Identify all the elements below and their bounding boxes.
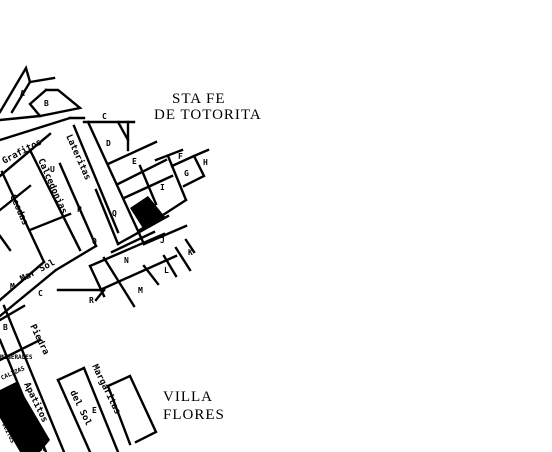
block-label-b2: B <box>3 323 8 332</box>
block-labels: A B C D E F G H I J K L M N O P Q R U C … <box>3 89 208 452</box>
street-minerales: MINERALES <box>0 354 33 361</box>
block-label-q: Q <box>112 209 117 218</box>
block-label-d: D <box>106 139 111 148</box>
block-label-e: E <box>132 157 137 166</box>
block-label-c2: C <box>38 289 43 298</box>
block-label-o: O <box>92 237 97 246</box>
area-flores: FLORES <box>163 407 225 423</box>
block-label-i: I <box>160 183 165 192</box>
block-label-c: C <box>102 112 107 121</box>
block-label-a: A <box>20 89 25 98</box>
street-calizas: CALIZAS <box>0 365 26 382</box>
block-label-r: R <box>89 296 94 305</box>
block-label-e2: E <box>92 406 97 415</box>
block-label-n: N <box>124 256 129 265</box>
area-villa: VILLA <box>163 389 213 405</box>
street-marsol: Mar Sol <box>19 258 57 285</box>
street-lateritas: Lateritas <box>63 133 93 182</box>
block-label-j: J <box>160 236 165 245</box>
filled-block-i <box>130 196 166 230</box>
block-label-f: F <box>178 152 183 161</box>
block-label-g: G <box>184 169 189 178</box>
block-label-m: M <box>138 286 143 295</box>
block-label-h: H <box>203 158 208 167</box>
area-de-totorita: DE TOTORITA <box>154 107 262 123</box>
block-label-l: L <box>164 266 169 275</box>
block-label-p: P <box>77 205 82 214</box>
area-sta-fe: STA FE <box>172 91 226 107</box>
filled-block-apatitos <box>0 382 50 452</box>
street-geodas: Geodas <box>7 193 29 227</box>
block-label-k: K <box>188 248 193 257</box>
block-label-h2: H <box>40 444 45 452</box>
block-label-u: U <box>50 165 55 174</box>
block-label-b: B <box>44 99 49 108</box>
street-piedra: Piedra <box>27 322 51 356</box>
block-label-m2: M <box>10 282 15 291</box>
road-network <box>0 64 210 452</box>
